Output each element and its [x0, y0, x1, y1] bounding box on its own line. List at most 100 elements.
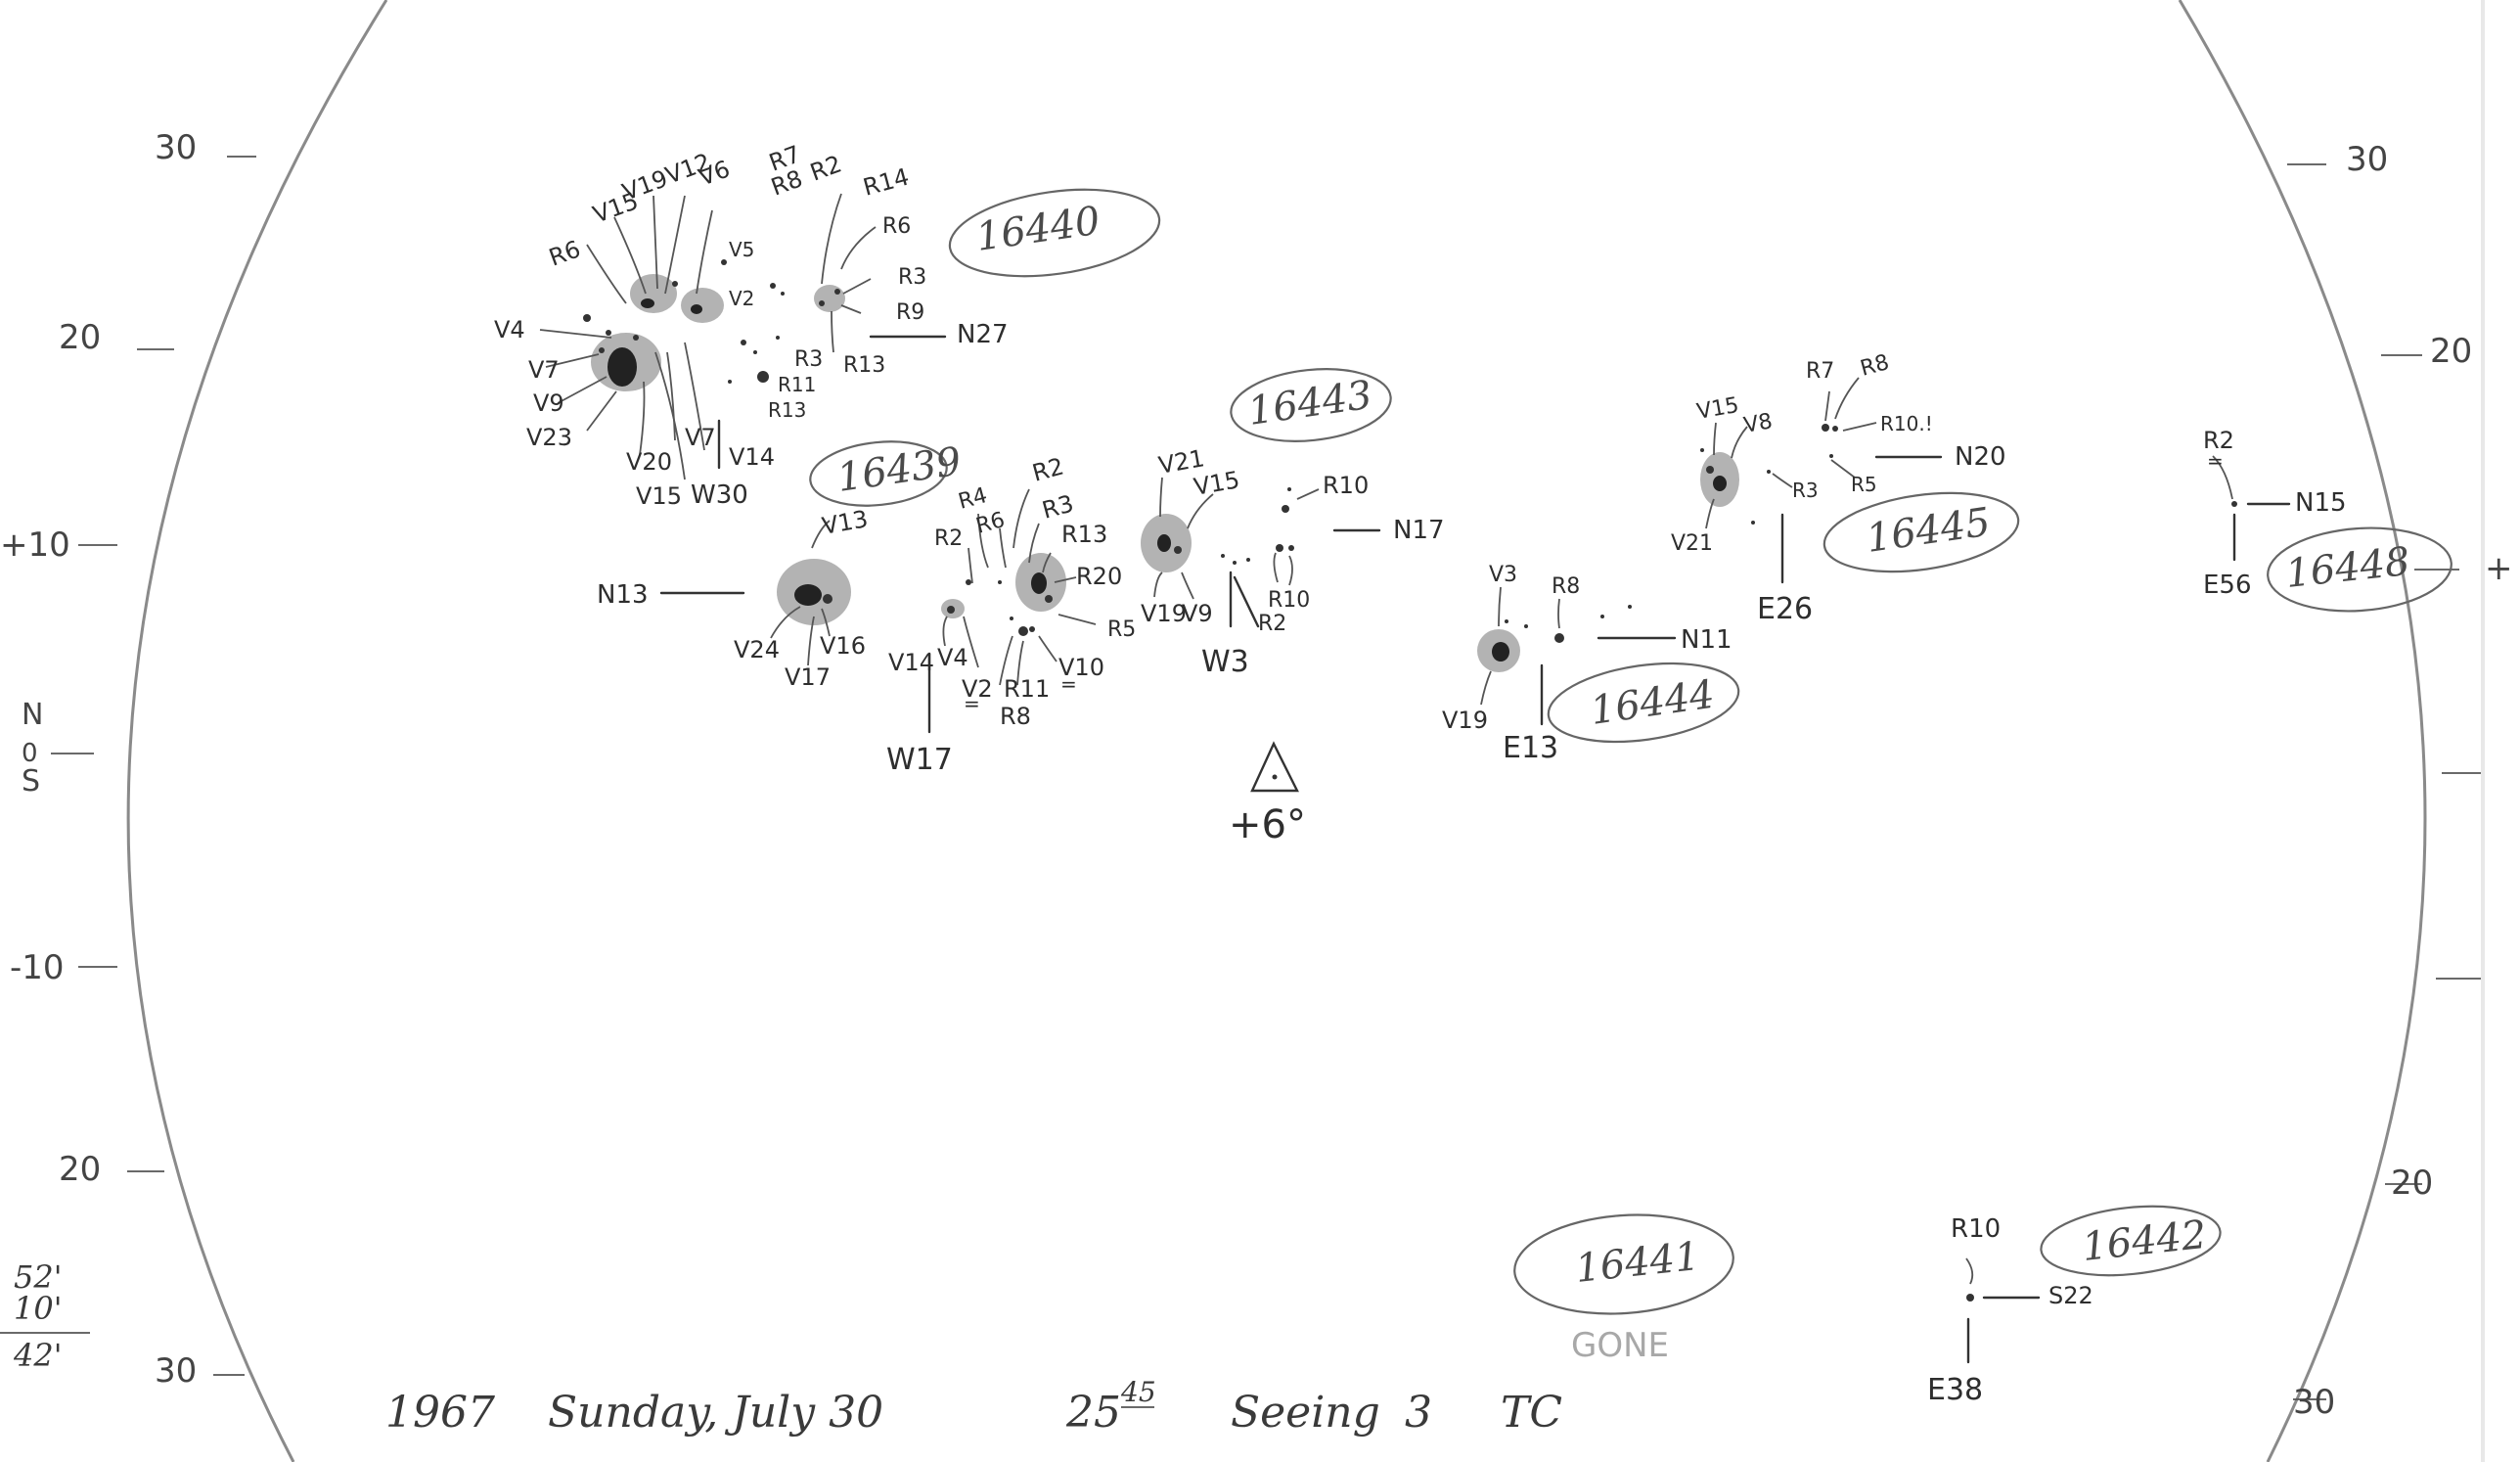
longitude-w17: W17: [886, 743, 953, 777]
region-number-16445: 16445: [1864, 500, 1993, 562]
svg-text:V16: V16: [820, 632, 866, 660]
lat-label-right-n20: 20: [2430, 332, 2472, 371]
latitude-n20: N20: [1955, 442, 2006, 472]
svg-text:V13: V13: [820, 505, 870, 540]
svg-text:R20: R20: [1076, 563, 1122, 590]
region-oval-16445: [1822, 491, 2020, 573]
region-status-gone: GONE: [1571, 1326, 1669, 1365]
region-oval-16441: [1513, 1213, 1734, 1315]
sunspot-group-16445: V15 V8 R7 R8 R10.! R3 R5 V21 N20 E26 164…: [1671, 350, 2020, 626]
orientation-angle: +6°: [1229, 802, 1306, 847]
sunspot-group-16444: V3 R8 V19 N11 E13 16444: [1442, 563, 1740, 765]
sunspot-group-16439: N13 V13 V24 V16 V17 16439: [597, 439, 964, 691]
svg-text:V15: V15: [636, 482, 682, 510]
sunspot-group-16442: R10 S22 E38 16442: [1927, 1205, 2222, 1407]
right-latitude-scale: 30 20 + 20 30: [2287, 140, 2513, 1422]
lat-label-left-n20: 20: [59, 318, 101, 357]
latitude-n11: N11: [1681, 625, 1732, 655]
region-oval-16443: [1230, 368, 1392, 442]
svg-text:R10: R10: [1323, 472, 1369, 499]
sunspot-group-16443: V21 V15 R10 V19 V9 R10 R2 N17 W3 16443: [1141, 368, 1445, 679]
lat-label-right-s30: 30: [2293, 1383, 2335, 1422]
observation-year: 1967: [385, 1388, 495, 1438]
svg-text:V2: V2: [729, 287, 754, 310]
svg-text:R8: R8: [1858, 350, 1892, 382]
svg-text:V19: V19: [1141, 600, 1187, 627]
observation-time-hours: 25: [1065, 1388, 1121, 1438]
seeing-value: 3: [1405, 1388, 1432, 1438]
svg-text:V20: V20: [626, 448, 672, 476]
latitude-n15: N15: [2295, 488, 2347, 518]
solar-limb-right: [2178, 0, 2427, 1462]
seeing-label: Seeing: [1231, 1388, 1380, 1438]
svg-text:R3: R3: [898, 265, 926, 290]
svg-text:V19: V19: [1442, 707, 1488, 734]
svg-text:R6: R6: [973, 508, 1008, 539]
observer-initials: TC: [1501, 1388, 1562, 1438]
svg-text:R2: R2: [2203, 427, 2234, 454]
svg-text:R2: R2: [934, 526, 963, 551]
region-16441-gone: 16441 GONE: [1513, 1213, 1734, 1365]
svg-text:42': 42': [13, 1337, 63, 1374]
svg-text:R8: R8: [1552, 574, 1580, 599]
latitude-n17: N17: [1393, 516, 1445, 545]
sunspot-group-16440: R6 V15 V19 V12 V6 V5 V2 R7 R8 R2 R14 R6 …: [494, 140, 1161, 510]
svg-text:R8: R8: [1000, 703, 1031, 730]
svg-text:V4: V4: [937, 644, 968, 671]
observation-time-minutes: 45: [1120, 1376, 1156, 1408]
svg-text:R10.!: R10.!: [1880, 412, 1933, 435]
svg-text:R2: R2: [1258, 612, 1286, 636]
region-oval-16440: [948, 188, 1161, 278]
svg-text:V5: V5: [729, 238, 754, 261]
region-oval-16439: [809, 440, 948, 507]
svg-text:R10: R10: [1951, 1214, 2001, 1244]
svg-text:R6: R6: [545, 235, 584, 271]
svg-text:=: =: [1060, 672, 1077, 696]
svg-text:R13: R13: [1061, 521, 1107, 548]
svg-text:V7: V7: [528, 356, 560, 384]
svg-text:R5: R5: [1107, 617, 1136, 642]
svg-text:R6: R6: [882, 214, 911, 239]
svg-text:V9: V9: [1182, 600, 1213, 627]
svg-text:V3: V3: [1489, 563, 1517, 587]
svg-text:R3: R3: [1792, 479, 1819, 502]
svg-text:V2: V2: [962, 675, 993, 703]
region-number-16439: 16439: [834, 439, 964, 501]
region-number-16441: 16441: [1573, 1234, 1701, 1292]
lat-label-left-s30: 30: [155, 1351, 197, 1391]
svg-text:10': 10': [14, 1290, 63, 1327]
svg-text:V4: V4: [494, 316, 525, 343]
svg-text:V7: V7: [685, 424, 716, 451]
region-number-16448: 16448: [2283, 539, 2411, 597]
svg-text:V14: V14: [888, 649, 934, 676]
svg-text:V8: V8: [1742, 409, 1775, 438]
lat-label-right-n30: 30: [2346, 140, 2388, 179]
margin-numbers: 52' 10' 42': [0, 1258, 90, 1374]
svg-text:R14: R14: [860, 163, 912, 202]
longitude-e56: E56: [2203, 571, 2252, 600]
axis-n-label: N: [22, 698, 43, 732]
solar-limb-left: [126, 0, 388, 1462]
axis-zero-label: 0: [22, 739, 38, 768]
longitude-w3: W3: [1201, 645, 1249, 679]
svg-text:R3: R3: [794, 347, 823, 372]
svg-text:R3: R3: [1039, 489, 1076, 524]
lat-label-right-plus: +: [2485, 549, 2513, 588]
svg-text:N13: N13: [597, 580, 649, 610]
lat-label-left-s10: -10: [10, 948, 65, 987]
region-oval-16448: [2267, 526, 2452, 613]
lat-label-left-n10: +10: [0, 525, 70, 565]
lat-label-left-s20: 20: [59, 1150, 101, 1189]
svg-text:R7: R7: [1806, 359, 1834, 384]
sunspot-group-16448: R2 = N15 E56 16448: [2203, 427, 2452, 613]
axis-s-label: S: [22, 764, 40, 799]
longitude-e38: E38: [1927, 1373, 1983, 1407]
svg-text:V15: V15: [1695, 393, 1741, 425]
svg-text:N27: N27: [957, 320, 1009, 349]
lat-label-left-n30: 30: [155, 128, 197, 167]
longitude-e13: E13: [1503, 731, 1558, 765]
svg-text:V14: V14: [729, 443, 775, 471]
region-oval-16442: [2040, 1205, 2222, 1277]
svg-text:R5: R5: [1851, 473, 1877, 496]
